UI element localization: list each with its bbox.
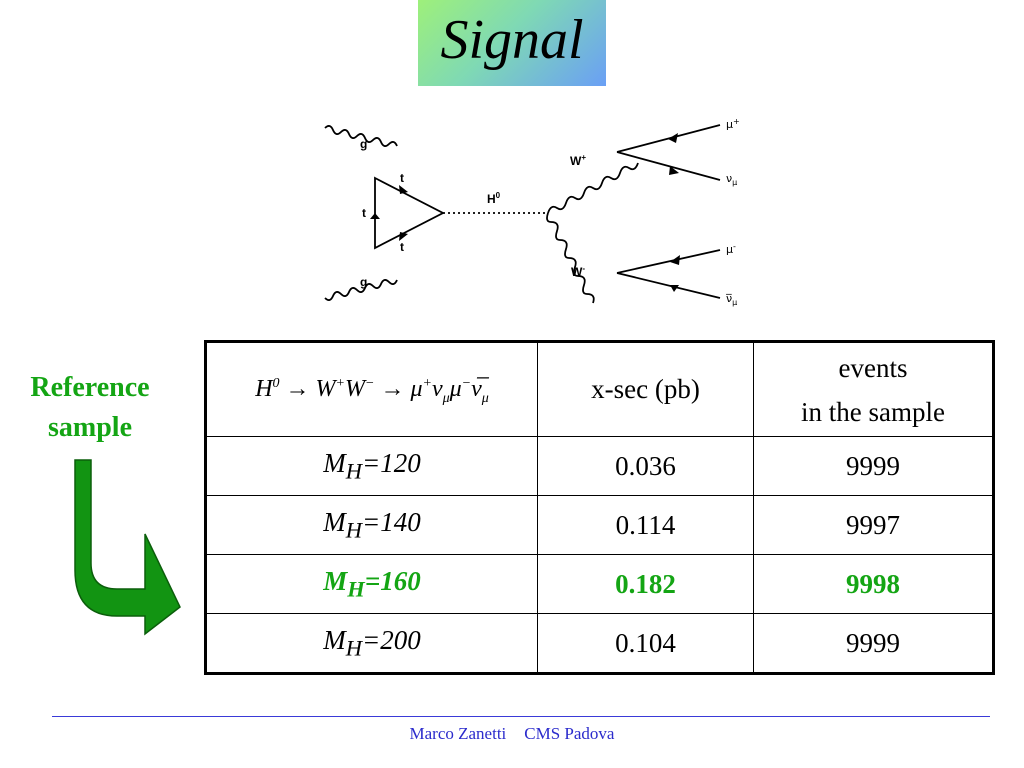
footer-divider (52, 716, 990, 717)
events-cell: 9999 (753, 613, 994, 674)
xsec-cell: 0.104 (537, 613, 754, 674)
events-header-line1: events (838, 352, 908, 383)
label-top-lower: t (400, 240, 404, 254)
label-antineutrino: ν̅μ (726, 292, 738, 307)
muon-minus-line (616, 249, 721, 274)
footer: Marco Zanetti CMS Padova (0, 724, 1024, 744)
title-box: Signal (418, 0, 606, 86)
top-loop (374, 176, 445, 250)
process-header-cell: H0 → W+W− → μ+νμμ−ν̅μ (205, 341, 538, 437)
neutrino-line (616, 151, 721, 181)
label-gluon-bottom: g (360, 275, 367, 289)
xsec-cell: 0.182 (537, 554, 754, 614)
table-row: MH=140 0.114 9997 (205, 495, 994, 555)
arrow-left-quark (370, 213, 380, 219)
footer-institute: CMS Padova (524, 724, 615, 743)
mass-cell: MH=200 (205, 613, 538, 674)
table-header-row: H0 → W+W− → μ+νμμ−ν̅μ x-sec (pb) events … (205, 341, 994, 437)
mass-cell: MH=160 (205, 554, 538, 614)
arrow-muon-minus (670, 255, 680, 265)
muon-plus-line (616, 124, 721, 153)
events-cell: 9998 (753, 554, 994, 614)
arrow-muon-plus (668, 133, 678, 143)
arrow-neutrino (669, 166, 679, 175)
label-top-left: t (362, 206, 366, 220)
antineutrino-line (616, 272, 721, 299)
feynman-diagram: g g t t t H0 W+ W- μ+ νμ μ- ν̅μ (324, 117, 740, 307)
footer-author: Marco Zanetti (409, 724, 507, 743)
label-neutrino: νμ (726, 172, 737, 187)
slide-title: Signal (440, 9, 584, 71)
events-header-line2: in the sample (801, 396, 945, 427)
xsec-cell: 0.114 (537, 495, 754, 555)
label-muon-plus: μ+ (726, 117, 740, 131)
label-higgs: H0 (487, 191, 501, 206)
reference-sample-label: Reference sample (10, 368, 170, 448)
events-header-cell: events in the sample (753, 341, 994, 437)
signal-table: H0 → W+W− → μ+νμμ−ν̅μ x-sec (pb) events … (204, 340, 995, 675)
label-w-minus: W- (571, 264, 585, 279)
table-row: MH=200 0.104 9999 (205, 613, 994, 674)
arrow-bottom-quark (399, 232, 408, 241)
process-formula: H0 → W+W− → μ+νμμ−ν̅μ (255, 376, 489, 406)
gluon-bottom-line (324, 279, 398, 301)
label-top-upper: t (400, 171, 404, 185)
gluon-top-line (324, 125, 398, 147)
arrow-antineutrino (670, 285, 679, 292)
mass-cell: MH=140 (205, 495, 538, 555)
label-muon-minus: μ- (726, 242, 736, 256)
events-cell: 9999 (753, 436, 994, 496)
table-row: MH=120 0.036 9999 (205, 436, 994, 496)
label-w-plus: W+ (570, 153, 586, 168)
xsec-header-cell: x-sec (pb) (537, 341, 754, 437)
w-plus-line (547, 162, 639, 214)
arrow-top-quark (399, 185, 408, 194)
xsec-cell: 0.036 (537, 436, 754, 496)
events-cell: 9997 (753, 495, 994, 555)
label-gluon-top: g (360, 137, 367, 151)
table-row-highlighted: MH=160 0.182 9998 (205, 554, 994, 614)
w-minus-line (546, 212, 595, 304)
reference-arrow-icon (74, 459, 181, 636)
reference-label-line2: sample (48, 412, 132, 443)
mass-cell: MH=120 (205, 436, 538, 496)
reference-label-line1: Reference (30, 372, 150, 403)
